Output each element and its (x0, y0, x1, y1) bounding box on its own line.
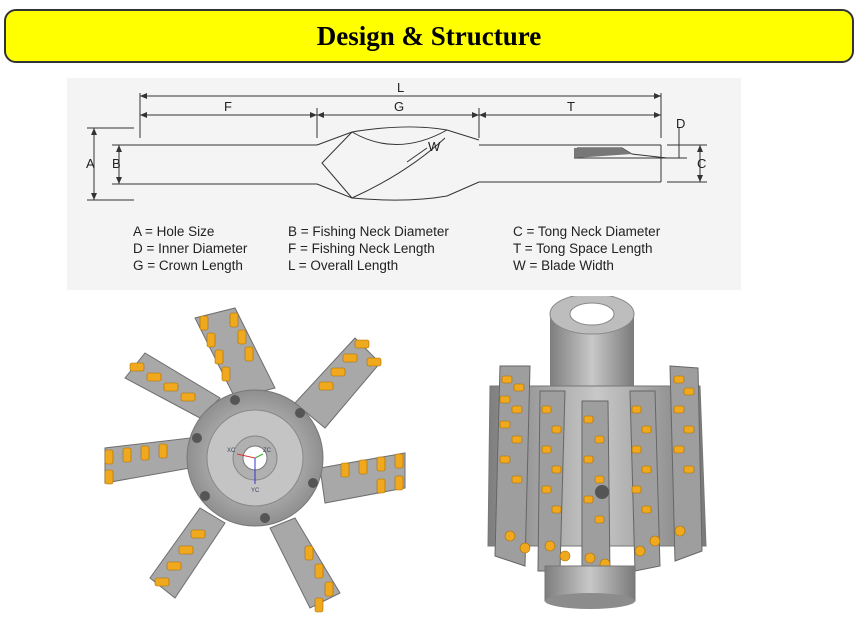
bit-iso-view-image (470, 296, 730, 626)
label-W: W (428, 139, 441, 154)
legend-item: F = Fishing Neck Length (288, 241, 435, 256)
label-F: F (224, 99, 232, 114)
legend-item: B = Fishing Neck Diameter (288, 224, 449, 239)
legend-item: A = Hole Size (133, 224, 215, 239)
legend-item: C = Tong Neck Diameter (513, 224, 661, 239)
label-C: C (697, 156, 706, 171)
dimension-drawing: L F G T A B C D W (86, 80, 707, 201)
title-banner: Design & Structure (4, 9, 854, 63)
dimension-legend: A = Hole Size B = Fishing Neck Diameter … (67, 224, 741, 284)
bit-face-view-image: XC ZC YC (95, 298, 415, 618)
legend-item: D = Inner Diameter (133, 241, 248, 256)
technical-drawing: L F G T A B C D W (67, 78, 741, 290)
label-G: G (394, 99, 404, 114)
legend-item: T = Tong Space Length (513, 241, 653, 256)
bit-iso-render (487, 296, 707, 609)
page-title: Design & Structure (316, 20, 542, 51)
label-B: B (112, 156, 121, 171)
label-A: A (86, 156, 95, 171)
axis-label-yc: YC (251, 488, 260, 494)
axis-label-xc: XC (227, 448, 236, 454)
label-D: D (676, 116, 685, 131)
legend-item: G = Crown Length (133, 258, 243, 273)
legend-item: W = Blade Width (513, 258, 614, 273)
label-T: T (567, 99, 575, 114)
axis-label-zc: ZC (263, 448, 272, 454)
legend-item: L = Overall Length (288, 258, 399, 273)
label-L: L (397, 80, 404, 95)
bit-face-render: XC ZC YC (104, 307, 406, 613)
